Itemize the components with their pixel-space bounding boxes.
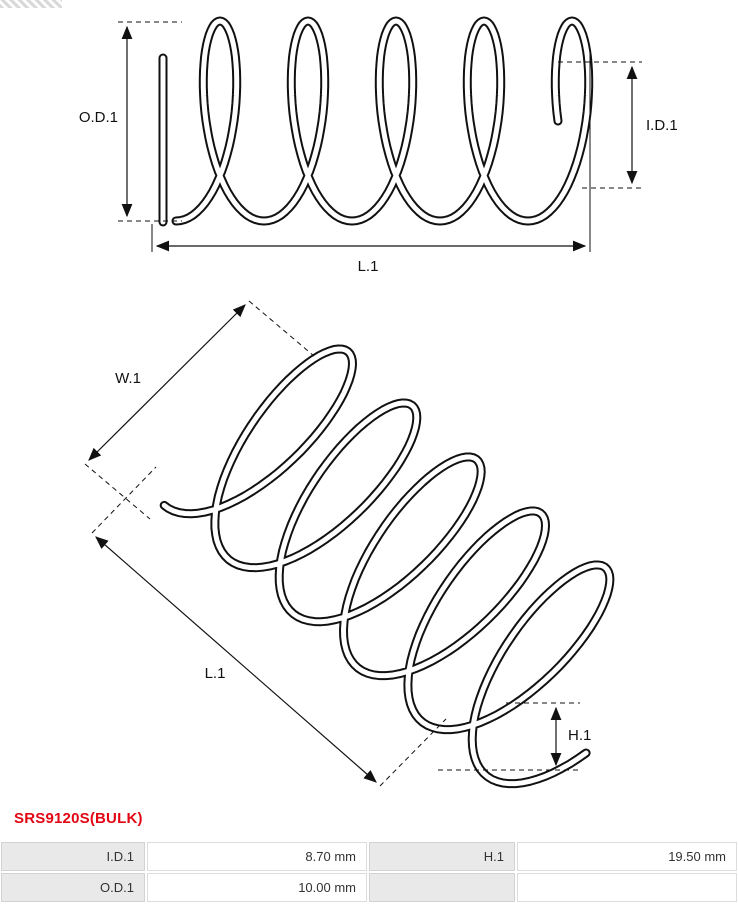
- spec-table: I.D.1 8.70 mm H.1 19.50 mm O.D.1 10.00 m…: [1, 842, 737, 902]
- spec-label-cell: [369, 873, 515, 902]
- w1-label: W.1: [115, 370, 141, 387]
- spec-label-cell: H.1: [369, 842, 515, 871]
- h1-label: H.1: [568, 727, 591, 744]
- l1-iso-dimension-arrow: [95, 536, 377, 783]
- l1-iso-ext-top: [91, 466, 157, 534]
- spec-value-cell: 19.50 mm: [517, 842, 737, 871]
- iso-view-dimensions: W.1 L.1 H.1: [84, 300, 591, 787]
- od-label: O.D.1: [79, 109, 118, 126]
- w1-ext-bottom: [84, 463, 151, 520]
- l1-iso-label: L.1: [205, 665, 226, 682]
- l1-side-label: L.1: [358, 258, 379, 275]
- spring-diagram: O.D.1 I.D.1 L.1 W.1: [79, 16, 678, 789]
- spec-value-cell: [517, 873, 737, 902]
- corner-artifact: [0, 0, 62, 8]
- part-number: SRS9120S(BULK): [14, 810, 143, 827]
- spec-label-cell: O.D.1: [1, 873, 145, 902]
- spec-label-cell: I.D.1: [1, 842, 145, 871]
- spec-value-cell: 10.00 mm: [147, 873, 367, 902]
- w1-ext-top: [248, 300, 315, 357]
- spring-iso-view: [159, 344, 615, 789]
- side-view-dimensions: O.D.1 I.D.1 L.1: [79, 21, 678, 275]
- spec-value-cell: 8.70 mm: [147, 842, 367, 871]
- spring-iso-wire: [159, 344, 615, 789]
- spring-side-view: [158, 16, 594, 227]
- id-label: I.D.1: [646, 117, 678, 134]
- spring-side-wire-core: [173, 18, 592, 224]
- spring-iso-wire-core: [161, 346, 613, 787]
- w1-dimension-arrow: [88, 304, 246, 461]
- l1-iso-ext-bottom: [379, 718, 447, 787]
